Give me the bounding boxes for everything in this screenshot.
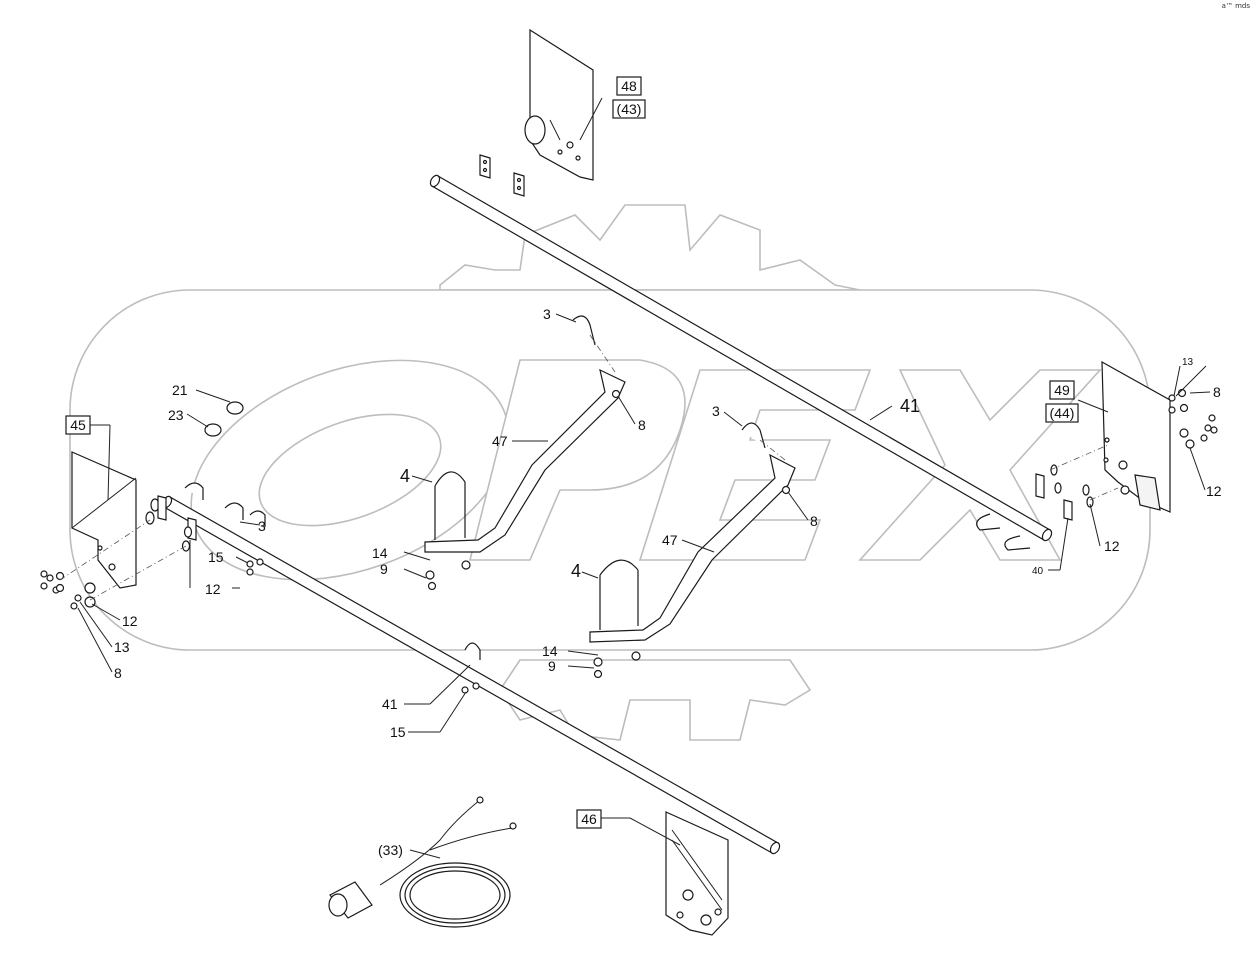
label-14-lower: 14 [542, 643, 558, 659]
panel-45 [71, 451, 137, 589]
label-14-upper: 14 [372, 545, 388, 561]
panel-48 [524, 28, 594, 181]
label-49: 49 [1054, 382, 1070, 398]
label-43: (43) [617, 101, 642, 117]
label-9-lower: 9 [548, 658, 556, 674]
left-side-hardware [40, 482, 481, 694]
label-12-right-a: 12 [1104, 538, 1120, 554]
label-15-left: 15 [208, 549, 224, 565]
label-46: 46 [581, 811, 597, 827]
tube-upper-41 [429, 174, 1053, 542]
label-47-upper: 47 [492, 433, 508, 449]
label-41-upper: 41 [900, 396, 920, 416]
reflector-disc-23 [204, 423, 222, 437]
label-12-right-b: 12 [1206, 483, 1222, 499]
label-15-lower: 15 [390, 724, 406, 740]
reflector-disc-21 [226, 401, 244, 415]
label-4-lower: 4 [571, 561, 581, 581]
label-4-upper: 4 [400, 466, 410, 486]
strut-47-lower [589, 422, 796, 679]
wiring-harness-33 [328, 796, 517, 928]
label-33: (33) [378, 842, 403, 858]
label-41-lower: 41 [382, 696, 398, 712]
label-23: 23 [168, 407, 184, 423]
label-44: (44) [1050, 405, 1075, 421]
label-12-left-b: 12 [122, 613, 138, 629]
opex-watermark-logo [69, 204, 1151, 741]
label-21: 21 [172, 382, 188, 398]
label-3-left: 3 [258, 518, 266, 534]
label-40: 40 [1032, 566, 1044, 577]
bracket-plates-top [479, 154, 525, 197]
label-47-lower: 47 [662, 532, 678, 548]
label-8-right: 8 [1213, 384, 1221, 400]
part-labels: 48 (43) 49 (44) 45 46 41 41 47 47 3 3 3 … [65, 76, 1222, 858]
label-3-top: 3 [543, 306, 551, 322]
label-45: 45 [70, 417, 86, 433]
leader-lines [77, 97, 1211, 859]
label-13-right: 13 [1182, 357, 1194, 368]
label-13-left: 13 [114, 639, 130, 655]
label-12-left-a: 12 [205, 581, 221, 597]
label-8-mid: 8 [810, 513, 818, 529]
right-side-hardware [976, 388, 1218, 551]
label-3-mid: 3 [712, 403, 720, 419]
label-8-upper: 8 [638, 417, 646, 433]
label-8-left: 8 [114, 665, 122, 681]
strut-47-upper [424, 315, 626, 591]
label-9-upper: 9 [380, 561, 388, 577]
label-48: 48 [621, 78, 637, 94]
corner-mark: a™ mds [1221, 2, 1250, 10]
panel-46 [665, 811, 729, 936]
panel-49 [1101, 360, 1171, 513]
